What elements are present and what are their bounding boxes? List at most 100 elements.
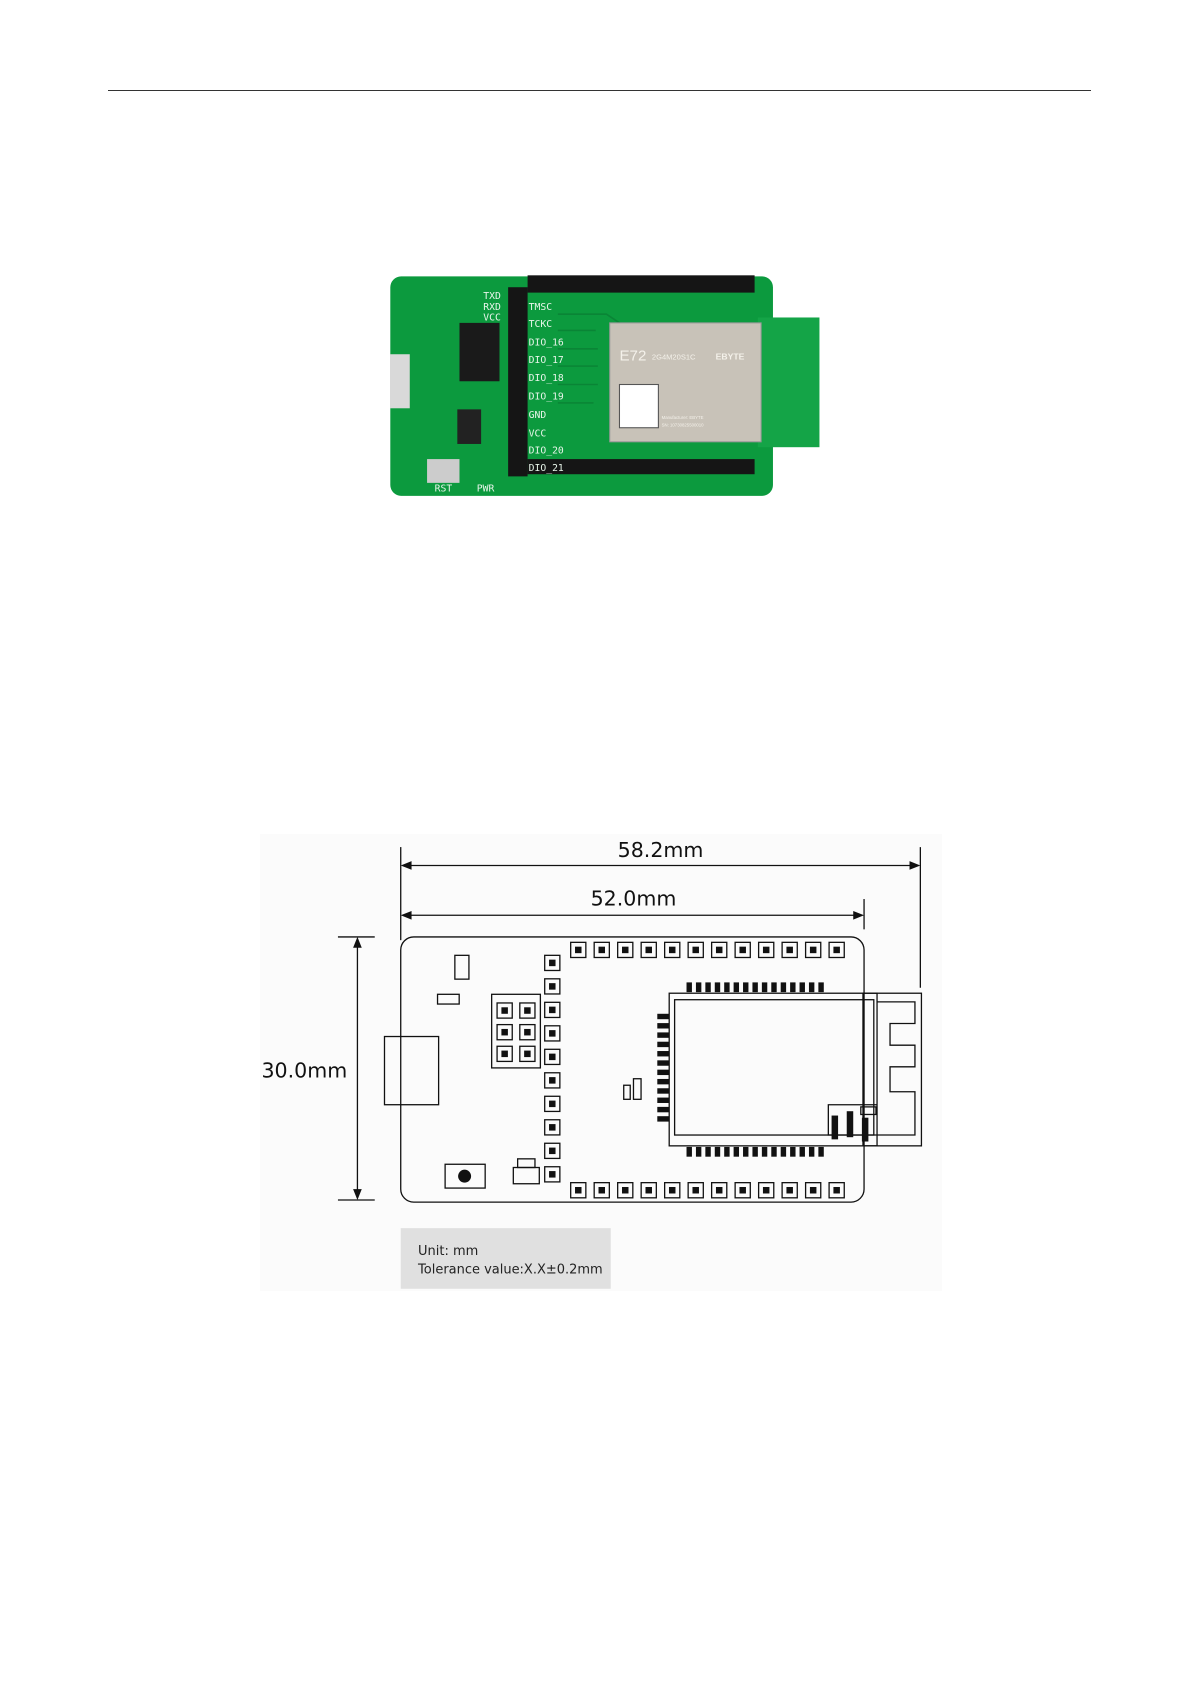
header-rule (108, 90, 1091, 91)
module-pin (799, 982, 805, 993)
pad (496, 1023, 513, 1041)
pad (734, 941, 751, 959)
antenna-outline (862, 992, 923, 1147)
pad (617, 1182, 634, 1199)
module-pin (657, 1013, 670, 1020)
pad-center (549, 1077, 556, 1084)
pad (570, 1182, 587, 1199)
pad (519, 1045, 536, 1063)
dim-overall-width: 58.2mm (618, 838, 704, 862)
module-pin (657, 1088, 670, 1094)
usb-outline (383, 1035, 440, 1106)
label-pwr: PWR (477, 484, 495, 495)
pad-center (549, 983, 556, 990)
pad-center (622, 946, 629, 954)
qr-code (618, 383, 659, 429)
pad-center (668, 946, 676, 954)
pad-center (833, 946, 840, 954)
pad-center (645, 1186, 652, 1194)
pin-label: DIO_16 (529, 338, 564, 349)
module-pin (808, 1146, 815, 1157)
usb-connector (390, 354, 410, 409)
module-pin (657, 1106, 670, 1113)
pad (664, 941, 681, 959)
module-pin (657, 1097, 670, 1103)
pad-center (549, 1053, 556, 1061)
module-pin (752, 1146, 758, 1157)
pad-center (549, 1147, 556, 1155)
pad (781, 941, 798, 959)
pin-label: DIO_17 (529, 355, 564, 366)
pad (496, 1002, 513, 1019)
module-model: E72 (619, 348, 646, 365)
pad-center (549, 1030, 556, 1037)
module-pin (686, 982, 692, 993)
module-pin (790, 982, 796, 993)
pin-label: VCC (529, 428, 547, 439)
pad (519, 1023, 536, 1041)
tolerance-box (400, 1228, 611, 1289)
pad-center (501, 1028, 508, 1036)
module-pin (657, 1032, 670, 1038)
pad-center (762, 1186, 770, 1194)
pad-center (762, 946, 770, 954)
pad (804, 1182, 822, 1199)
module-pin (808, 982, 815, 993)
module-pin (657, 1051, 670, 1057)
pad (781, 1182, 798, 1199)
label-rxd: RXD (483, 302, 501, 313)
dim-board-width: 52.0mm (591, 887, 677, 911)
module-pin (657, 1069, 670, 1076)
pad (544, 978, 561, 995)
pad-center (549, 1100, 556, 1108)
module-pin (724, 982, 730, 993)
pad (519, 1002, 536, 1019)
pad (664, 1182, 681, 1199)
pad-center (692, 946, 699, 954)
module-part: 2G4M20S1C (652, 353, 696, 362)
pad (544, 1166, 561, 1183)
module-pin (733, 982, 740, 993)
pad-center (786, 1186, 793, 1194)
pad-center (668, 1186, 676, 1194)
module-pin (761, 982, 768, 993)
top-header (527, 275, 755, 293)
label-txd: TXD (483, 291, 501, 302)
pad-center (575, 946, 582, 954)
module-pin (780, 982, 787, 993)
unit-note: Unit: mm (418, 1244, 478, 1259)
pad-center (692, 1186, 699, 1194)
pin-label: TMSC (529, 302, 553, 313)
pad (640, 941, 657, 959)
rst-button (427, 459, 460, 483)
module-pin (790, 1146, 796, 1157)
module-manufacturer: Manufacturer: EBYTE (662, 415, 704, 420)
side-header (508, 287, 528, 477)
bottom-header (527, 459, 755, 475)
pad (544, 1095, 561, 1113)
pad-center (598, 946, 606, 954)
module-pin (695, 982, 702, 993)
module-pin (771, 1146, 777, 1157)
pcb-photo: TXD RXD VCC TMSC TCKC DIO_16 DIO_17 DIO_… (390, 275, 820, 496)
pad (757, 1182, 775, 1199)
pad-center (524, 1028, 531, 1036)
pin-label: DIO_20 (529, 446, 564, 457)
module-pin (733, 1146, 740, 1157)
pad-center (549, 1006, 556, 1014)
module-pin (743, 1146, 749, 1157)
pad-center (524, 1007, 531, 1014)
module-pin (714, 982, 721, 993)
ic-chip (457, 409, 482, 444)
pin-label: DIO_18 (529, 373, 564, 384)
module-pin (705, 1146, 711, 1157)
module-pin (686, 1146, 692, 1157)
module-pin (657, 1060, 670, 1066)
label-vcc: VCC (483, 313, 501, 324)
pad (544, 1119, 561, 1136)
module-pin (714, 1146, 721, 1157)
pad (544, 1072, 561, 1089)
board-outline (400, 936, 865, 1203)
pad (757, 941, 775, 959)
pad-center (501, 1050, 508, 1058)
